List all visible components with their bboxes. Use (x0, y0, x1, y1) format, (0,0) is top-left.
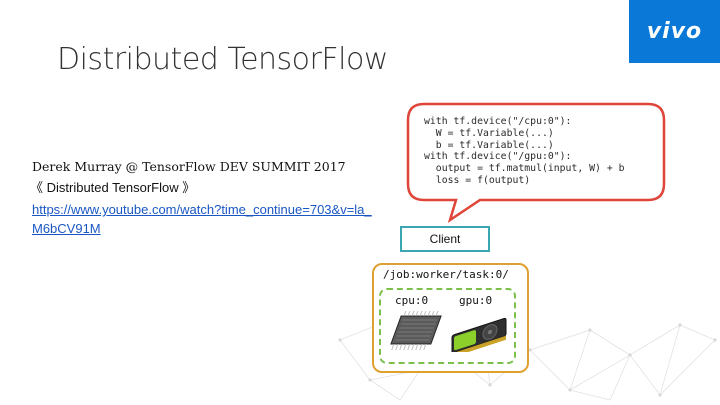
credit-subtitle: 《 Distributed TensorFlow 》 (30, 180, 196, 195)
code-line: output = tf.matmul(input, W) + b (424, 163, 625, 175)
code-bubble (406, 102, 666, 223)
page-title: Distributed TensorFlow (57, 42, 388, 77)
cpu-chip-icon (390, 311, 442, 350)
code-line: W = tf.Variable(...) (424, 127, 554, 139)
code-line: loss = f(output) (424, 174, 531, 186)
logo-text: vivo (646, 19, 703, 44)
cpu-label: cpu:0 (395, 294, 429, 307)
worker-label: /job:worker/task:0/ (383, 268, 509, 281)
code-line: with tf.device("/cpu:0"): (424, 116, 572, 127)
credit-line: Derek Murray @ TensorFlow DEV SUMMIT 201… (32, 159, 346, 174)
client-box: Client (400, 226, 490, 252)
gpu-card-icon (451, 317, 507, 352)
code-snippet: with tf.device("/cpu:0"): W = tf.Variabl… (424, 116, 625, 187)
code-line: b = tf.Variable(...) (424, 139, 554, 151)
code-line: with tf.device("/gpu:0"): (424, 151, 572, 163)
video-link[interactable]: https://www.youtube.com/watch?time_conti… (32, 202, 372, 236)
gpu-label: gpu:0 (459, 294, 493, 307)
vivo-logo: vivo (629, 0, 720, 63)
task-devices-box (379, 288, 516, 364)
worker-box (372, 263, 529, 373)
